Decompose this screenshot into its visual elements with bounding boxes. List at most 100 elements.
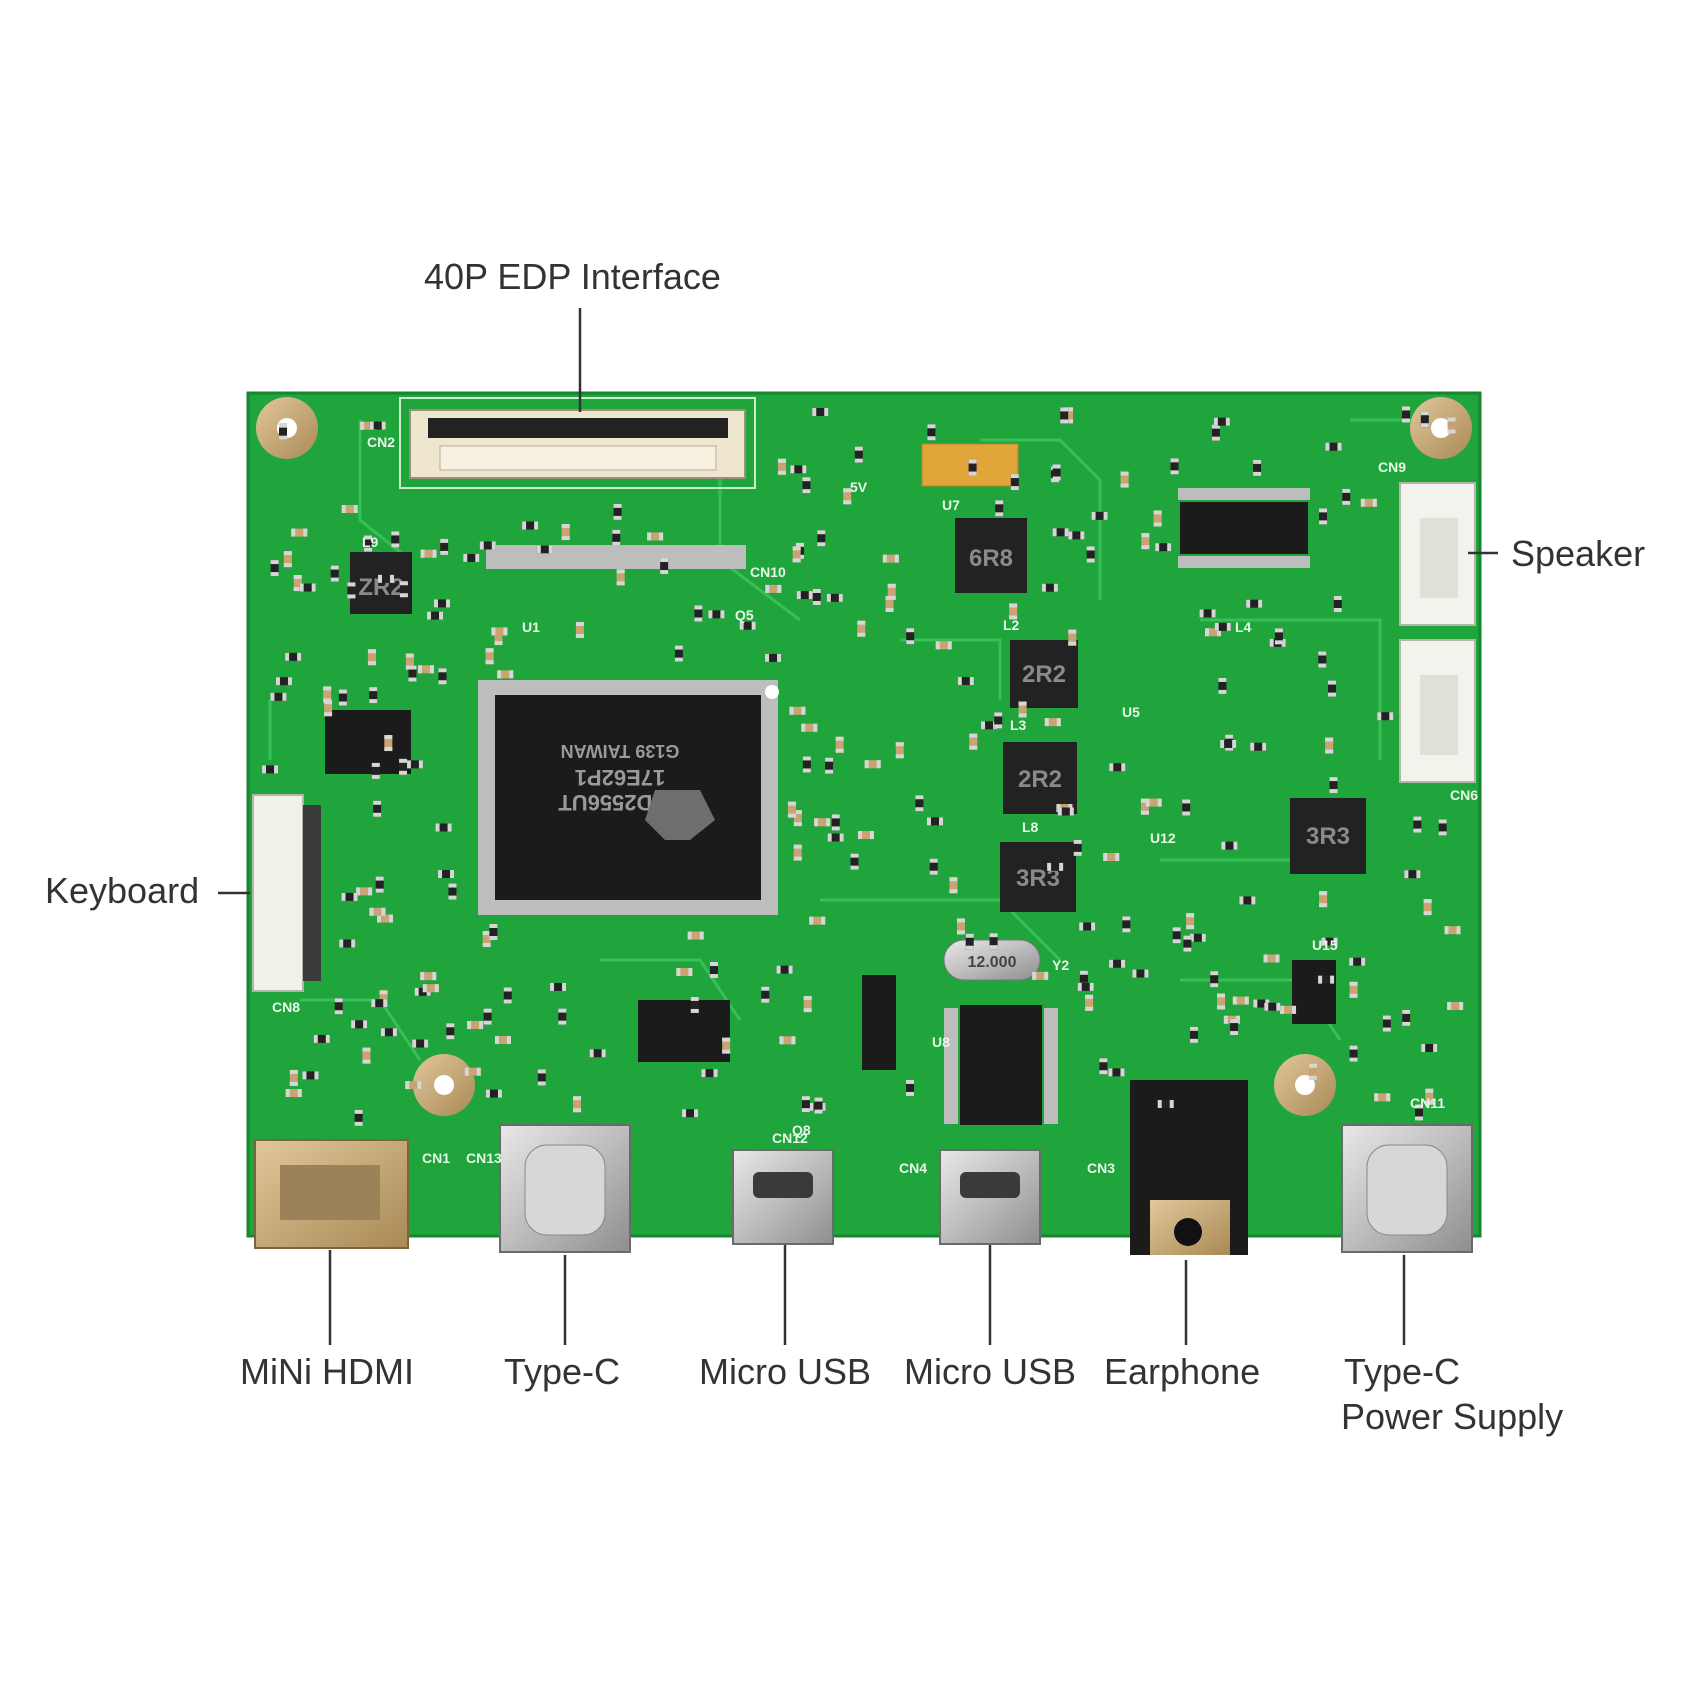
smd-component <box>965 933 974 950</box>
smd-component <box>373 800 382 817</box>
smd-component <box>575 622 584 639</box>
smd-component <box>338 689 347 706</box>
smd-component <box>708 610 725 619</box>
smd-component <box>1182 799 1191 816</box>
smd-component <box>1444 926 1461 935</box>
smd-component <box>854 446 863 463</box>
smd-component <box>739 621 756 630</box>
smd-component <box>482 931 491 948</box>
smd-component <box>1018 701 1027 718</box>
inductor-label: 6R8 <box>969 545 1013 572</box>
smd-component <box>701 1069 718 1078</box>
smd-component <box>351 1020 368 1029</box>
smd-component <box>1280 1005 1297 1014</box>
smd-component <box>489 924 498 941</box>
silkscreen-label: U1 <box>522 619 540 635</box>
smd-component <box>270 560 279 577</box>
smd-component <box>1099 1058 1108 1075</box>
smd-component <box>827 833 844 842</box>
label-mini-hdmi: MiNi HDMI <box>240 1351 414 1392</box>
smd-component <box>1232 996 1249 1005</box>
smd-component <box>483 1008 492 1025</box>
smd-component <box>1120 471 1129 488</box>
smd-component <box>825 757 834 774</box>
smd-component <box>438 668 447 685</box>
smd-component <box>1032 971 1049 980</box>
smd-component <box>324 700 333 717</box>
smd-component <box>1425 1088 1434 1105</box>
smd-component <box>1342 488 1351 505</box>
smd-component <box>435 823 452 832</box>
smd-component <box>406 760 423 769</box>
smd-component <box>826 593 843 602</box>
smd-component <box>802 477 811 494</box>
smd-component <box>779 1036 796 1045</box>
smd-component <box>369 907 386 916</box>
silkscreen-label: Q8 <box>792 1122 811 1138</box>
smd-component <box>279 423 288 440</box>
smd-component <box>299 583 316 592</box>
smd-component <box>497 670 514 679</box>
smd-component <box>1221 841 1238 850</box>
smd-component <box>1382 1015 1391 1032</box>
edp-pins <box>486 545 746 569</box>
smd-component <box>291 528 308 537</box>
smd-component <box>660 558 669 575</box>
smd-component <box>485 648 494 665</box>
smd-component <box>850 853 859 870</box>
smd-component <box>1157 1100 1174 1109</box>
crystal-label: 12.000 <box>968 954 1017 971</box>
smd-component <box>339 939 356 948</box>
smd-component <box>1155 543 1172 552</box>
smd-component <box>289 1069 298 1086</box>
smd-component <box>616 569 625 586</box>
smd-component <box>417 665 434 674</box>
smd-component <box>802 756 811 773</box>
smd-component <box>843 488 852 505</box>
silkscreen-label: U5 <box>1122 704 1140 720</box>
smd-component <box>1009 603 1018 620</box>
smd-component <box>1264 1002 1281 1011</box>
silkscreen-label: 5V <box>850 479 868 495</box>
smd-component <box>1103 852 1120 861</box>
smd-component <box>285 652 302 661</box>
smd-component <box>1122 916 1131 933</box>
smd-component <box>323 686 332 703</box>
smd-component <box>1172 927 1181 944</box>
smd-component <box>1239 896 1256 905</box>
smd-component <box>1153 510 1162 527</box>
smd-component <box>438 870 455 879</box>
smd-component <box>835 736 844 753</box>
smd-component <box>270 692 287 701</box>
smd-component <box>1218 677 1227 694</box>
smd-component <box>1217 993 1226 1010</box>
mini-hdmi-port <box>254 1139 409 1249</box>
silkscreen-label: L9 <box>362 534 379 550</box>
smd-component <box>765 584 782 593</box>
smd-component <box>1401 406 1410 423</box>
smd-component <box>1079 922 1096 931</box>
smd-component <box>995 500 1004 517</box>
smd-component <box>793 810 802 827</box>
label-earphone: Earphone <box>1104 1351 1261 1392</box>
smd-component <box>1374 1093 1391 1102</box>
silkscreen-labels: CN1 CN2 CN3 CN4 CN6 CN8 CN9 CN10 CN11 CN… <box>272 434 1478 1176</box>
smd-component <box>1319 508 1328 525</box>
smd-component <box>969 733 978 750</box>
smd-component <box>427 611 444 620</box>
smd-component <box>831 814 840 831</box>
smd-component <box>422 984 439 993</box>
smd-component <box>1141 533 1150 550</box>
smd-component <box>1263 954 1280 963</box>
smd-component <box>1349 981 1358 998</box>
silkscreen-label: CN3 <box>1087 1160 1115 1176</box>
smd-component <box>1085 994 1094 1011</box>
smd-component <box>1333 595 1342 612</box>
smd-component <box>1189 1026 1198 1043</box>
smd-component <box>440 538 449 555</box>
smd-component <box>420 549 437 558</box>
smd-component <box>761 986 770 1003</box>
type-c-power-port <box>1341 1124 1473 1253</box>
smd-component <box>1091 511 1108 520</box>
smd-component <box>957 677 974 686</box>
